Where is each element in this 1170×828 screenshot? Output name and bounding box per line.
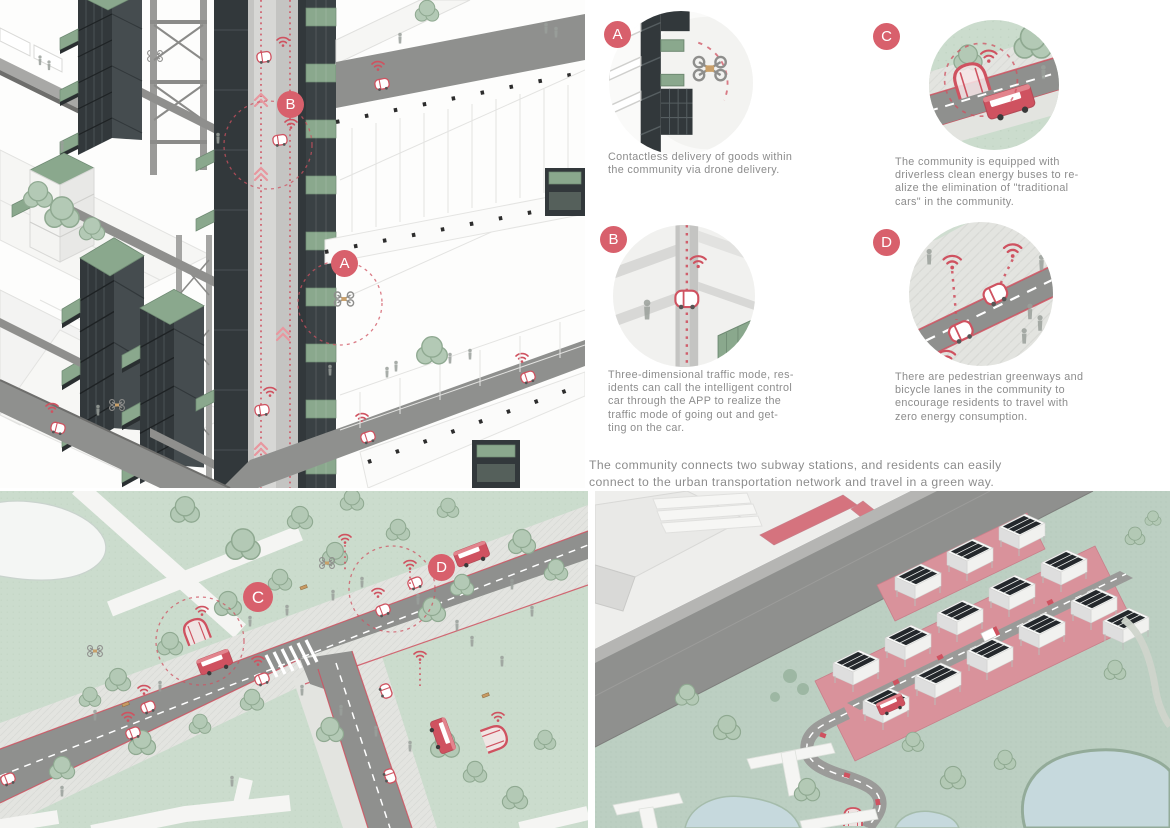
axon-section-illustration	[0, 0, 585, 488]
pod-car	[674, 289, 700, 311]
green-facade-box	[472, 440, 520, 488]
marker-b-badge: B	[277, 91, 304, 118]
marker-a-badge: A	[331, 250, 358, 277]
street-intersection-illustration	[0, 491, 588, 828]
marker-c-letter: C	[251, 587, 265, 607]
callout-b-letter: B	[608, 231, 619, 248]
callout-d-image	[909, 222, 1053, 366]
callout-c-image	[929, 20, 1059, 150]
callout-d-letter: D	[881, 234, 892, 251]
aerial-community-illustration	[595, 491, 1170, 828]
callout-c-badge: C	[873, 23, 900, 50]
lawn-paths	[0, 777, 588, 828]
plaza-paths	[0, 491, 303, 638]
aerial-trees	[674, 510, 1162, 802]
callout-d-badge: D	[873, 229, 900, 256]
vertical-transit-corridor	[195, 0, 337, 488]
marker-b-letter: B	[285, 96, 296, 113]
pier-paths	[612, 742, 879, 828]
callout-c-letter: C	[881, 28, 892, 45]
callout-a-caption: Contactless delivery of goods within the…	[608, 151, 793, 177]
marker-d-letter: D	[436, 559, 447, 576]
access-road	[800, 692, 907, 828]
callout-a-image	[609, 11, 753, 155]
callout-d-caption: There are pedestrian greenways and bicyc…	[895, 371, 1084, 423]
callout-a-badge: A	[604, 21, 631, 48]
marker-a-letter: A	[339, 255, 350, 272]
trail	[1120, 616, 1170, 729]
street-extras	[87, 545, 490, 708]
ponds	[684, 748, 1170, 828]
callout-b-image	[613, 225, 755, 367]
left-road	[0, 379, 231, 488]
callout-c-caption: The community is equipped with driverles…	[895, 156, 1079, 208]
branch-road	[300, 650, 413, 828]
wifi-signals	[121, 533, 505, 723]
marker-c-badge: C	[243, 582, 273, 612]
crosswalk	[264, 639, 319, 678]
callout-b-caption: Three-dimensional traffic mode, res- ide…	[608, 369, 794, 434]
marker-d-badge: D	[428, 554, 455, 581]
green-facade-box	[545, 168, 585, 216]
sky-bridges	[0, 88, 235, 469]
deck-vehicles	[892, 598, 1054, 686]
callout-a-letter: A	[612, 26, 623, 43]
existing-buildings	[595, 491, 763, 612]
subway-note: The community connects two subway statio…	[589, 458, 1002, 489]
right-building	[222, 0, 585, 488]
callout-b-badge: B	[600, 226, 627, 253]
